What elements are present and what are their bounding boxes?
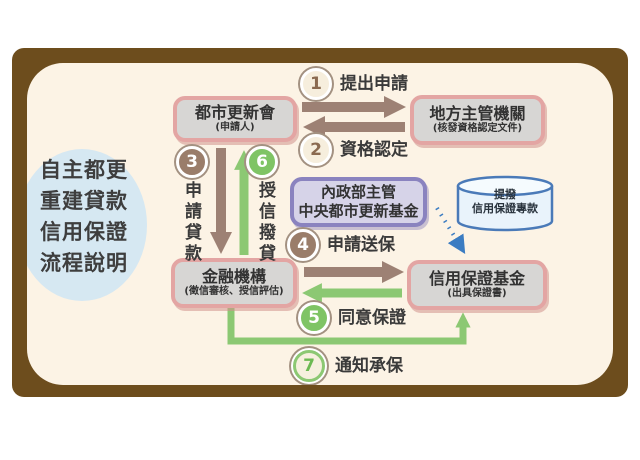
outer-brown-frame: 自主都更 重建貸款 信用保證 流程說明 都市更新會 (申請人) 地方主管機關 (… — [12, 48, 628, 397]
node-subtitle: (申請人) — [215, 122, 255, 133]
step-badge-6: 6 — [246, 146, 278, 178]
step-badge-3: 3 — [176, 146, 208, 178]
node-title: 金融機構 — [201, 267, 266, 286]
process-title-line: 自主都更 — [40, 158, 128, 182]
node-title: 內政部主管 — [320, 183, 396, 201]
node-subtitle: (出具保證書) — [447, 288, 507, 299]
step-label-7: 通知承保 — [335, 356, 403, 376]
fund-reserve-label: 提撥 信用保證專款 — [459, 188, 551, 216]
step-label-4: 申請送保 — [327, 235, 395, 255]
step-badge-1: 1 — [300, 68, 332, 100]
node-local-authority: 地方主管機關 (核發資格認定文件) — [410, 95, 545, 145]
node-subtitle: (徵信審核、授信評估) — [184, 286, 284, 297]
arrow-step7-path — [227, 308, 471, 345]
step-badge-5: 5 — [298, 302, 330, 334]
process-title-line: 信用保證 — [40, 220, 128, 244]
flow-arrows-layer — [210, 95, 471, 345]
node-title: 中央都市更新基金 — [298, 202, 419, 220]
node-title: 地方主管機關 — [429, 104, 526, 123]
step-label-5: 同意保證 — [338, 308, 406, 328]
node-credit-guarantee-fund: 信用保證基金 (出具保證書) — [407, 260, 547, 310]
node-moi-central-fund: 內政部主管 中央都市更新基金 — [290, 177, 427, 227]
diagram-area: 自主都更 重建貸款 信用保證 流程說明 都市更新會 (申請人) 地方主管機關 (… — [27, 63, 613, 385]
fund-reserve-line: 提撥 — [494, 188, 516, 201]
process-title-line: 流程說明 — [40, 251, 128, 275]
fund-cylinder-icon — [456, 175, 554, 232]
process-title: 自主都更 重建貸款 信用保證 流程說明 — [27, 155, 143, 279]
node-subtitle: (核發資格認定文件) — [432, 123, 523, 134]
node-title: 信用保證基金 — [428, 269, 525, 288]
step-label-6: 授信撥貸 — [255, 181, 275, 265]
node-financial-institution: 金融機構 (徵信審核、授信評估) — [171, 258, 297, 308]
fund-reserve-line: 信用保證專款 — [472, 202, 538, 215]
process-title-blob — [27, 149, 147, 301]
node-title: 都市更新會 — [194, 103, 275, 122]
process-title-line: 重建貸款 — [40, 189, 128, 213]
step-label-1: 提出申請 — [340, 74, 408, 94]
step-badge-7: 7 — [293, 350, 325, 382]
step-label-2: 資格認定 — [340, 140, 408, 160]
node-urban-renewal-association: 都市更新會 (申請人) — [173, 96, 297, 142]
step-badge-2: 2 — [300, 134, 332, 166]
step-label-3: 申請貸款 — [181, 181, 201, 265]
step-badge-4: 4 — [287, 229, 319, 261]
arrow-fund-dashed — [435, 206, 466, 255]
